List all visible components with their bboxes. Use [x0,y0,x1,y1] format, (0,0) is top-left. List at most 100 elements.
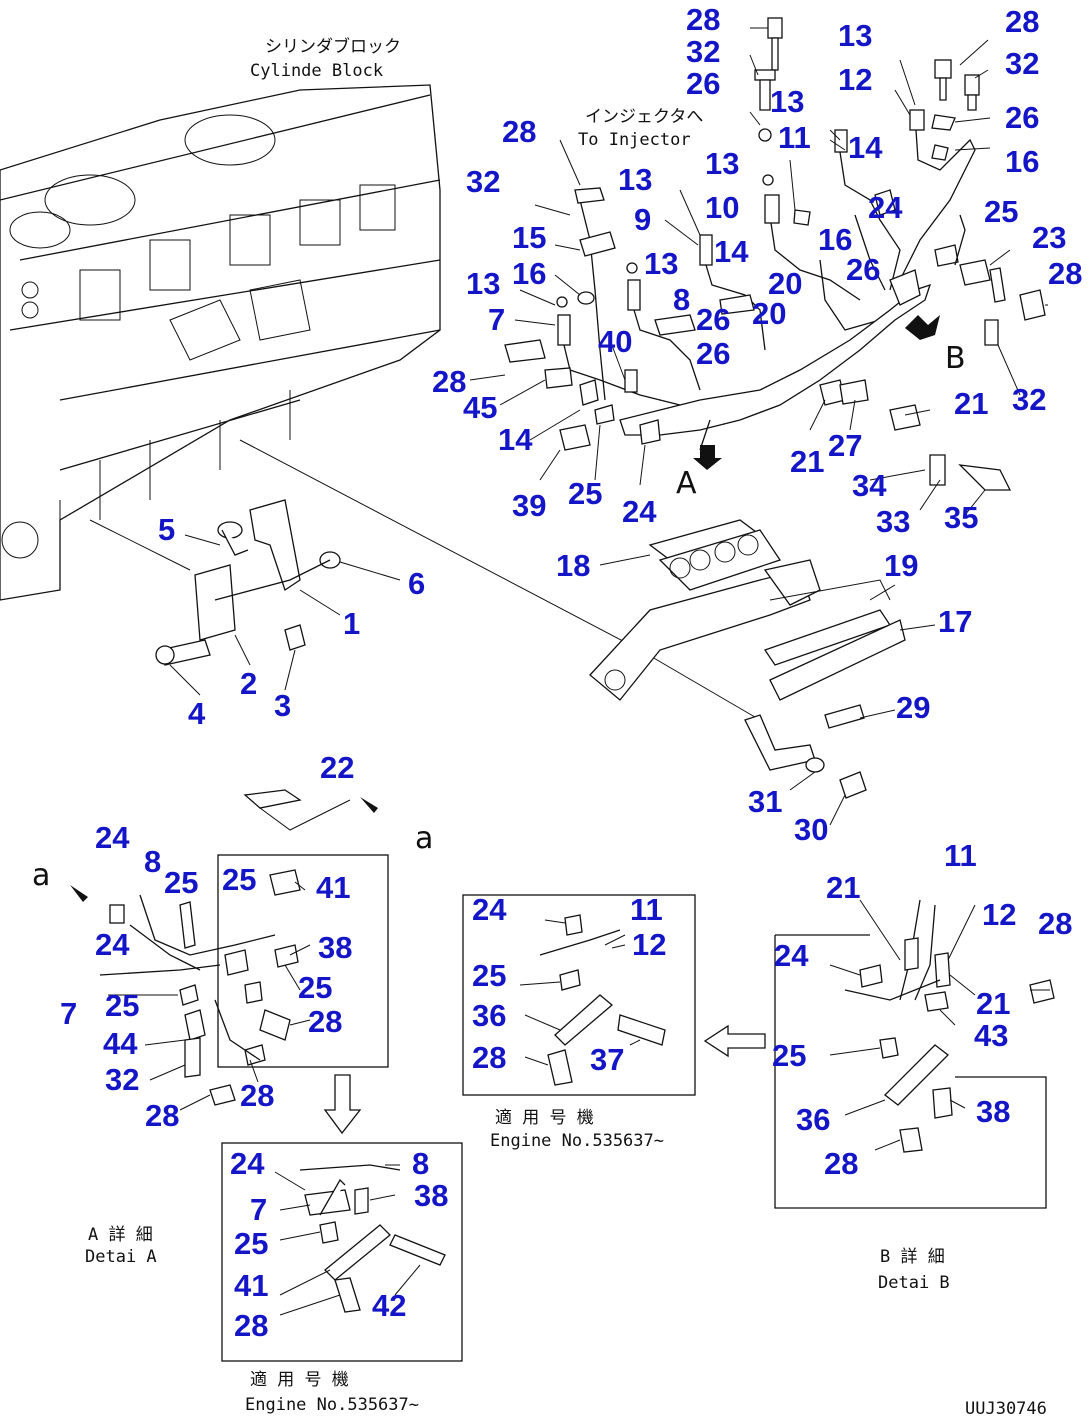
view-letter-a-lower-right: a [415,821,433,856]
callout-c89: 24 [774,938,809,973]
callout-c30: 26 [846,252,880,287]
callout-c27: 13 [644,246,678,281]
caption-to-injector-jp: インジェクタへ [585,107,703,127]
detail-a-sub [221,1142,463,1362]
callout-c70: 7 [60,996,77,1031]
bracket-group [155,499,341,666]
callout-c76: 28 [145,1098,179,1133]
caption-cylinder-block-en: Cylinde Block [250,61,383,81]
callout-c68: 24 [95,927,130,962]
callout-c39: 45 [463,390,497,425]
callout-c73: 28 [308,1004,342,1039]
callout-c86: 21 [826,870,860,905]
callout-c61: 31 [748,784,782,819]
caption-applicable-bottom-en: Engine No.535637~ [245,1395,419,1415]
callout-c19: 14 [714,234,749,269]
callout-c57: 3 [274,688,291,723]
callout-c15: 13 [618,162,652,197]
callout-c51: 6 [408,566,425,601]
callout-c83: 28 [472,1040,506,1075]
callout-c66: 25 [222,862,256,897]
callout-c48: 33 [876,504,910,539]
callout-c10: 32 [1005,46,1039,81]
callout-c8: 14 [848,130,883,165]
callout-c50: 5 [158,512,175,547]
callout-c52: 18 [556,548,590,583]
callout-c44: 34 [852,468,887,503]
leader-lines [108,27,1050,1316]
callout-c25: 15 [512,220,546,255]
view-letter-b: B [945,341,966,376]
callout-c53: 19 [884,548,918,583]
callout-c98: 7 [250,1192,267,1227]
callout-c4: 13 [770,84,804,119]
callout-c67: 41 [316,870,350,905]
callout-c7: 12 [838,62,872,97]
callout-c3: 26 [686,66,720,101]
callout-c100: 25 [234,1226,268,1261]
callout-c24: 28 [1048,256,1082,291]
callout-c58: 4 [188,696,206,731]
detail-b [774,899,1055,1209]
detail-a [70,789,389,1106]
callout-c9: 28 [1005,4,1039,39]
callout-c99: 38 [414,1178,448,1213]
callout-c6: 13 [838,18,872,53]
callout-c46: 25 [568,476,602,511]
caption-applicable-center-jp: 適 用 号 機 [495,1108,594,1128]
callout-c47: 24 [622,494,657,529]
center-detail-frame [462,894,696,1096]
view-arrow-a [693,445,722,470]
callout-c23: 23 [1032,220,1066,255]
callout-c65: 25 [164,865,198,900]
callout-c55: 17 [938,604,972,639]
callout-c13: 28 [502,114,536,149]
fuel-rail-assembly [589,519,906,799]
detail-a-sub-frame [221,1142,463,1362]
callout-c80: 12 [632,927,666,962]
callout-c77: 28 [240,1078,274,1113]
callout-c64: 8 [144,844,161,879]
view-letter-a-lower-left: a [32,858,50,893]
callout-c35: 40 [598,324,632,359]
callout-c91: 43 [974,1018,1008,1053]
callout-c85: 11 [944,838,977,873]
callout-c72: 25 [298,970,332,1005]
callout-c14: 32 [466,164,500,199]
callout-c11: 26 [1005,100,1039,135]
caption-detail-b-en: Detai B [878,1273,950,1293]
callout-c28: 8 [673,282,690,317]
caption-cylinder-block-jp: シリンダブロック [265,36,401,57]
callout-c69: 38 [318,930,352,965]
callout-c20: 16 [818,222,852,257]
callout-c71: 25 [105,988,139,1023]
callout-c90: 21 [976,986,1010,1021]
callout-c96: 24 [230,1146,265,1181]
callout-c5: 11 [778,120,811,155]
callout-c75: 32 [105,1062,139,1097]
callout-c2: 32 [686,34,720,69]
callout-c32: 7 [488,302,505,337]
callout-numbers: 28 32 26 13 11 13 12 14 28 32 26 16 28 3… [60,2,1082,1343]
cylinder-block [0,84,441,601]
callout-c37: 32 [1012,382,1046,417]
callout-c79: 11 [630,892,663,927]
callout-c54: 1 [343,606,360,641]
callout-c22: 25 [984,194,1018,229]
caption-to-injector-en: To Injector [578,130,691,150]
callout-c12: 16 [1005,144,1039,179]
callout-c38: 28 [432,364,466,399]
down-arrow [323,1074,362,1135]
callout-c97: 8 [412,1146,429,1181]
callout-c49: 35 [944,500,978,535]
callout-c81: 25 [472,958,506,993]
callout-c95: 28 [824,1146,858,1181]
caption-detail-a-jp: A 詳 細 [88,1225,153,1245]
callout-c1: 28 [686,2,720,37]
callout-c56: 2 [240,666,257,701]
callout-c102: 42 [372,1288,406,1323]
callout-c42: 21 [790,444,824,479]
callout-c41: 14 [498,422,533,457]
callout-c29: 20 [768,266,802,301]
